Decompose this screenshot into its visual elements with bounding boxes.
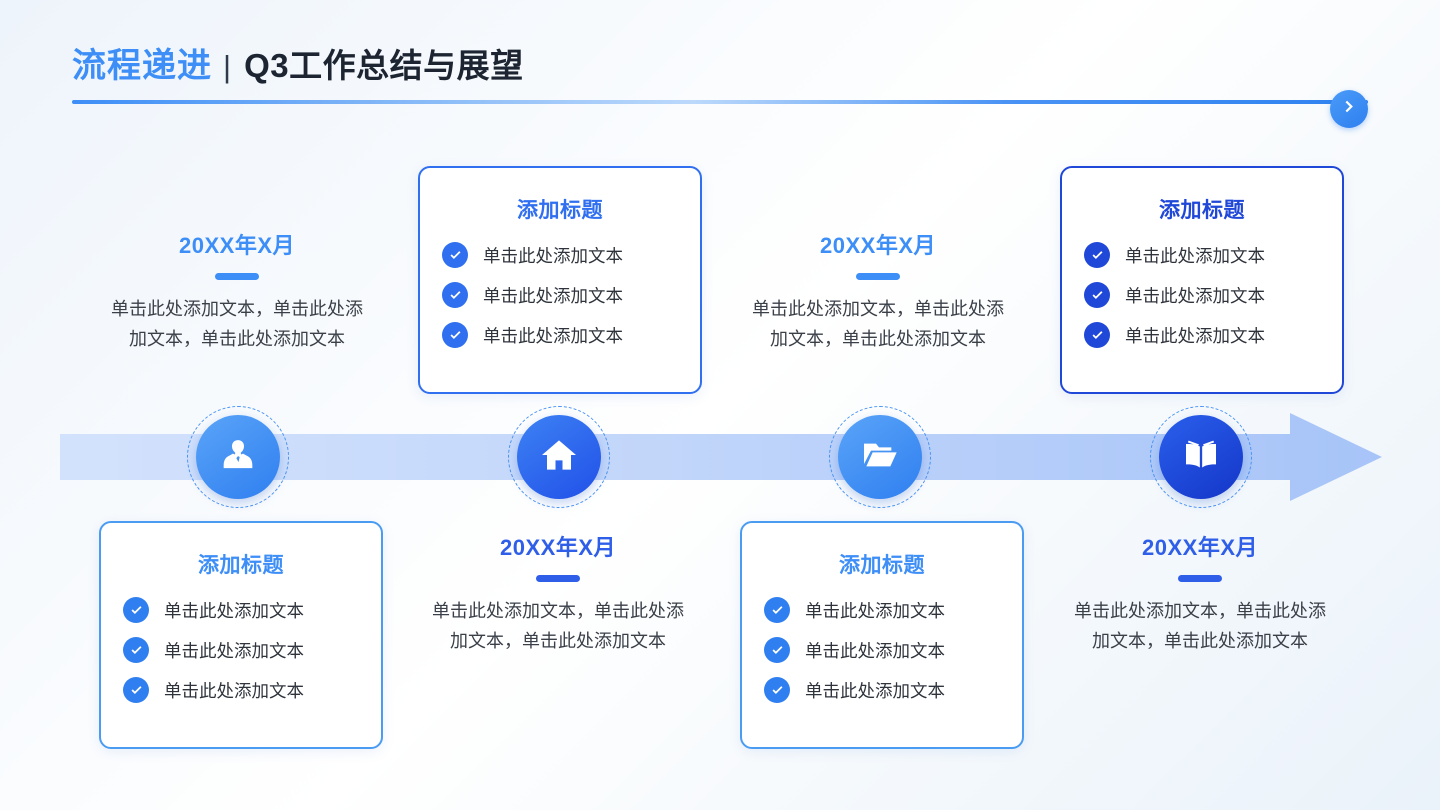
- check-circle-icon: [764, 597, 790, 623]
- node-disc: [838, 415, 922, 499]
- bottom-block-3[interactable]: 添加标题 单击此处添加文本 单击此处添加文本 单击此处添加文本: [740, 521, 1024, 749]
- title-underline: [856, 273, 900, 280]
- list-item-label: 单击此处添加文本: [164, 600, 304, 621]
- block-title: 20XX年X月: [820, 233, 936, 258]
- node-ring: [187, 406, 289, 508]
- checklist: 单击此处添加文本 单击此处添加文本 单击此处添加文本: [1084, 242, 1320, 348]
- top-block-4[interactable]: 添加标题 单击此处添加文本 单击此处添加文本 单击此处添加文本: [1060, 166, 1344, 394]
- block-title: 添加标题: [517, 199, 603, 222]
- check-circle-icon: [442, 322, 468, 348]
- check-circle-icon: [123, 677, 149, 703]
- list-item-label: 单击此处添加文本: [483, 245, 623, 266]
- title-highlight: 流程递进: [72, 47, 212, 85]
- next-button[interactable]: [1330, 90, 1368, 128]
- list-item[interactable]: 单击此处添加文本: [1084, 282, 1320, 308]
- list-item-label: 单击此处添加文本: [805, 680, 945, 701]
- list-item[interactable]: 单击此处添加文本: [442, 242, 678, 268]
- bottom-block-4: 20XX年X月 单击此处添加文本，单击此处添加文本，单击此处添加文本: [1066, 530, 1334, 656]
- block-title: 添加标题: [839, 554, 925, 577]
- list-item[interactable]: 单击此处添加文本: [764, 597, 1000, 623]
- block-body: 单击此处添加文本，单击此处添加文本，单击此处添加文本: [1074, 601, 1326, 651]
- node-ring: [829, 406, 931, 508]
- check-circle-icon: [442, 282, 468, 308]
- top-block-2[interactable]: 添加标题 单击此处添加文本 单击此处添加文本 单击此处添加文本: [418, 166, 702, 394]
- home-icon: [539, 435, 579, 480]
- list-item[interactable]: 单击此处添加文本: [764, 677, 1000, 703]
- list-item[interactable]: 单击此处添加文本: [1084, 242, 1320, 268]
- block-body: 单击此处添加文本，单击此处添加文本，单击此处添加文本: [111, 299, 363, 349]
- timeline-arrow: [0, 400, 1440, 520]
- checklist: 单击此处添加文本 单击此处添加文本 单击此处添加文本: [764, 597, 1000, 703]
- check-circle-icon: [442, 242, 468, 268]
- businessman-icon: [218, 435, 258, 480]
- block-title: 20XX年X月: [1142, 535, 1258, 560]
- check-circle-icon: [1084, 322, 1110, 348]
- check-circle-icon: [764, 677, 790, 703]
- title-separator: |: [223, 49, 232, 84]
- chevron-right-icon: [1341, 98, 1358, 120]
- title-underline: [536, 575, 580, 582]
- node-disc: [1159, 415, 1243, 499]
- timeline-node-4[interactable]: [1150, 406, 1252, 508]
- list-item-label: 单击此处添加文本: [805, 600, 945, 621]
- bottom-block-2: 20XX年X月 单击此处添加文本，单击此处添加文本，单击此处添加文本: [424, 530, 692, 656]
- check-circle-icon: [1084, 282, 1110, 308]
- list-item[interactable]: 单击此处添加文本: [123, 677, 359, 703]
- list-item-label: 单击此处添加文本: [483, 285, 623, 306]
- list-item[interactable]: 单击此处添加文本: [123, 597, 359, 623]
- list-item-label: 单击此处添加文本: [164, 640, 304, 661]
- title-main: Q3工作总结与展望: [244, 47, 524, 84]
- block-title: 20XX年X月: [500, 535, 616, 560]
- node-disc: [196, 415, 280, 499]
- header-divider: [72, 100, 1368, 104]
- node-disc: [517, 415, 601, 499]
- list-item[interactable]: 单击此处添加文本: [442, 282, 678, 308]
- list-item-label: 单击此处添加文本: [483, 325, 623, 346]
- list-item-label: 单击此处添加文本: [1125, 285, 1265, 306]
- title-underline: [215, 273, 259, 280]
- page-header: 流程递进 | Q3工作总结与展望: [72, 38, 1368, 128]
- check-circle-icon: [123, 597, 149, 623]
- list-item[interactable]: 单击此处添加文本: [442, 322, 678, 348]
- bottom-block-1[interactable]: 添加标题 单击此处添加文本 单击此处添加文本 单击此处添加文本: [99, 521, 383, 749]
- block-title: 20XX年X月: [179, 233, 295, 258]
- book-icon: [1181, 435, 1221, 480]
- timeline-node-2[interactable]: [508, 406, 610, 508]
- block-title: 添加标题: [198, 554, 284, 577]
- timeline-node-3[interactable]: [829, 406, 931, 508]
- top-block-3: 20XX年X月 单击此处添加文本，单击此处添加文本，单击此处添加文本: [744, 228, 1012, 354]
- title-underline: [1178, 575, 1222, 582]
- list-item[interactable]: 单击此处添加文本: [1084, 322, 1320, 348]
- folder-icon: [860, 435, 900, 480]
- top-block-1: 20XX年X月 单击此处添加文本，单击此处添加文本，单击此处添加文本: [103, 228, 371, 354]
- check-circle-icon: [1084, 242, 1110, 268]
- page-title: 流程递进 | Q3工作总结与展望: [72, 38, 1368, 94]
- list-item-label: 单击此处添加文本: [805, 640, 945, 661]
- checklist: 单击此处添加文本 单击此处添加文本 单击此处添加文本: [442, 242, 678, 348]
- checklist: 单击此处添加文本 单击此处添加文本 单击此处添加文本: [123, 597, 359, 703]
- list-item-label: 单击此处添加文本: [164, 680, 304, 701]
- block-body: 单击此处添加文本，单击此处添加文本，单击此处添加文本: [432, 601, 684, 651]
- check-circle-icon: [123, 637, 149, 663]
- timeline-node-1[interactable]: [187, 406, 289, 508]
- list-item[interactable]: 单击此处添加文本: [123, 637, 359, 663]
- list-item[interactable]: 单击此处添加文本: [764, 637, 1000, 663]
- node-ring: [1150, 406, 1252, 508]
- block-title: 添加标题: [1159, 199, 1245, 222]
- list-item-label: 单击此处添加文本: [1125, 325, 1265, 346]
- list-item-label: 单击此处添加文本: [1125, 245, 1265, 266]
- node-ring: [508, 406, 610, 508]
- block-body: 单击此处添加文本，单击此处添加文本，单击此处添加文本: [752, 299, 1004, 349]
- check-circle-icon: [764, 637, 790, 663]
